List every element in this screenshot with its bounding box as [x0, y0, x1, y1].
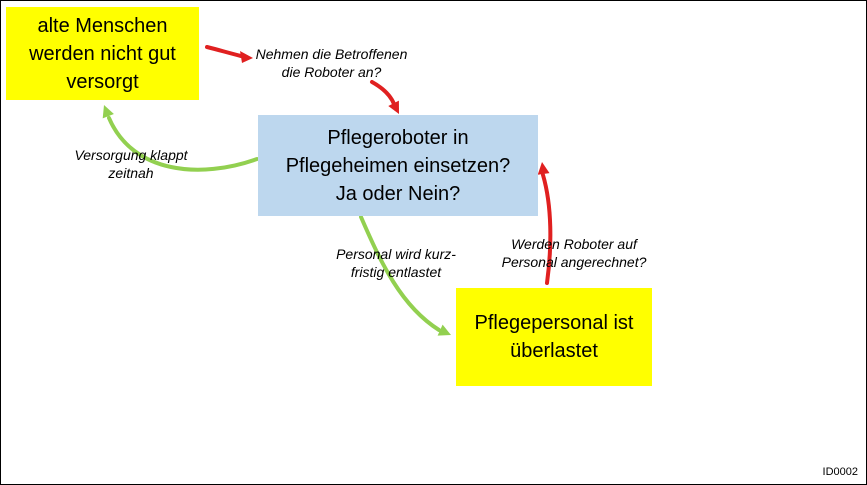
node-line: überlastet [510, 340, 598, 362]
node-alte-menschen: alte Menschen werden nicht gut versorgt [6, 7, 199, 100]
edge-label-acceptance: Nehmen die Betroffenen die Roboter an? [244, 45, 419, 81]
node-line: werden nicht gut [29, 42, 176, 65]
diagram-id-label: ID0002 [822, 466, 858, 478]
edge-label-line: Nehmen die Betroffenen [255, 46, 408, 62]
arrow-topleft-to-acceptance-icon [205, 45, 243, 58]
edge-label-line: Werden Roboter auf [511, 236, 637, 252]
edge-label-line: Versorgung klappt [74, 147, 188, 163]
node-line: versorgt [66, 70, 139, 93]
arrow-bottomright-to-center-head-icon [537, 162, 550, 175]
edge-label-line: die Roboter an? [281, 64, 382, 81]
edge-label-line: fristig entlastet [350, 264, 442, 281]
node-line: Ja oder Nein? [335, 182, 461, 205]
node-line: Pflegeroboter in [327, 126, 469, 149]
arrow-acceptance-to-center-head-icon [388, 100, 399, 114]
edge-label-line: Personal wird kurz- [336, 246, 456, 262]
edge-label-offset: Werden Roboter auf Personal angerechnet? [488, 235, 660, 271]
node-line: Pflegeheimen einsetzen? [285, 154, 511, 177]
edge-label-line: zeitnah [108, 165, 154, 182]
node-line: alte Menschen [37, 14, 168, 37]
edge-label-relief: Personal wird kurz- fristig entlastet [326, 245, 466, 281]
node-line: Pflegepersonal ist [474, 312, 634, 334]
node-pflegeroboter-frage: Pflegeroboter in Pflegeheimen einsetzen?… [258, 115, 538, 216]
arrow-center-to-bottomright-head-icon [437, 324, 451, 336]
edge-label-timely-care: Versorgung klappt zeitnah [61, 146, 201, 182]
arrow-acceptance-to-center-icon [370, 80, 396, 106]
node-pflegepersonal: Pflegepersonal ist überlastet [456, 288, 652, 386]
arrow-center-to-topleft-head-icon [102, 105, 114, 119]
edge-label-line: Personal angerechnet? [501, 254, 647, 271]
